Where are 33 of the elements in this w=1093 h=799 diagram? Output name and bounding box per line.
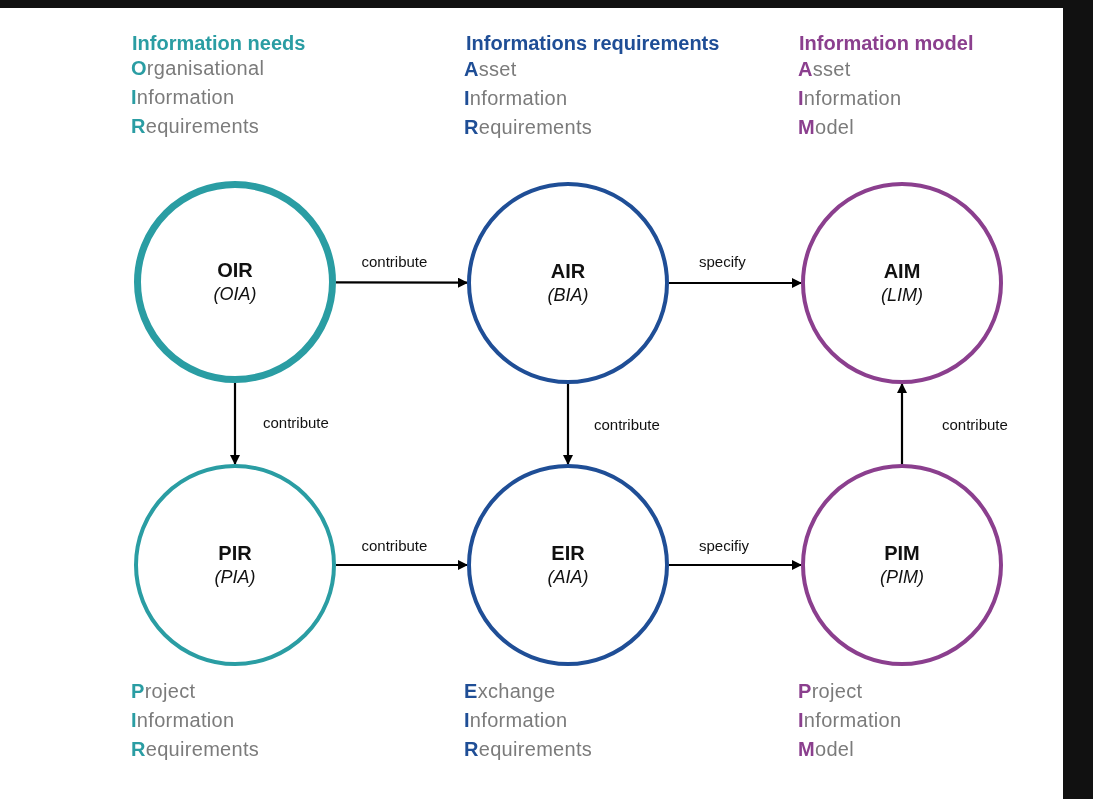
node-title: PIM bbox=[884, 542, 920, 565]
arrow bbox=[669, 560, 802, 570]
node-subtitle: (LIM) bbox=[881, 285, 923, 306]
arrow bbox=[336, 277, 468, 288]
arrow bbox=[230, 383, 240, 465]
node-title: OIR bbox=[217, 259, 253, 282]
node-subtitle: (PIA) bbox=[214, 567, 256, 588]
node-title: AIR bbox=[550, 260, 586, 283]
node-title: AIM bbox=[883, 260, 921, 283]
arrow bbox=[669, 278, 802, 288]
node-title: EIR bbox=[551, 542, 585, 565]
edge-label: contribute bbox=[592, 416, 662, 433]
acronym-expansion: Asset Information Model bbox=[798, 57, 902, 140]
edge-label: contribute bbox=[940, 416, 1010, 433]
edge-label: contribute bbox=[359, 537, 430, 554]
acronym-expansion: Project Information Model bbox=[798, 679, 902, 762]
node-subtitle: (AIA) bbox=[547, 567, 589, 588]
node-title: PIR bbox=[218, 542, 252, 565]
column-heading: Information model bbox=[799, 32, 974, 55]
edge-label: specifiy bbox=[697, 537, 752, 554]
node-subtitle: (PIM) bbox=[880, 567, 924, 588]
arrow bbox=[897, 383, 907, 464]
node-subtitle: (BIA) bbox=[547, 285, 589, 306]
node-subtitle: (OIA) bbox=[213, 284, 257, 305]
arrow bbox=[563, 384, 573, 465]
acronym-expansion: Asset Information Requirements bbox=[464, 57, 593, 140]
acronym-expansion: Exchange Information Requirements bbox=[464, 679, 593, 762]
acronym-expansion: Organisational Information Requirements bbox=[131, 56, 265, 139]
column-heading: Informations requirements bbox=[466, 32, 720, 55]
edge-label: specify bbox=[697, 253, 748, 270]
column-heading: Information needs bbox=[132, 32, 306, 55]
acronym-expansion: Project Information Requirements bbox=[131, 679, 260, 762]
arrow bbox=[336, 560, 468, 570]
